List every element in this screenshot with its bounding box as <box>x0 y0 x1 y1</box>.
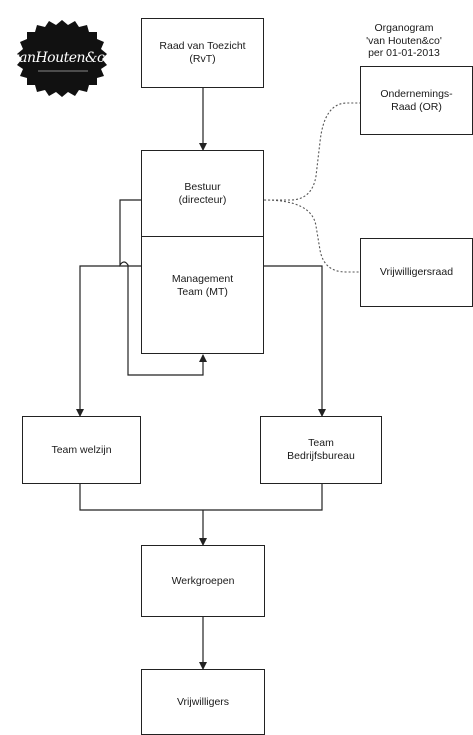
box-werkgroepen: Werkgroepen <box>141 545 265 617</box>
box-management-team: Management Team (MT) <box>141 236 264 354</box>
dotted-brace <box>263 102 360 273</box>
box-vrijwilligersraad: Vrijwilligersraad <box>360 238 473 307</box>
box-bestuur: Bestuur (directeur) <box>141 150 264 237</box>
connector-teams-merge <box>79 484 323 511</box>
arrow-mt-team-bedrijfsbureau <box>264 265 326 417</box>
diagram-title: Organogram 'van Houten&co' per 01-01-201… <box>366 22 442 59</box>
logo: vanHouten&co <box>8 16 116 100</box>
logo-badge <box>17 20 107 97</box>
box-raad-van-toezicht: Raad van Toezicht (RvT) <box>141 18 264 88</box>
arrow-bestuur-mt-loop <box>119 199 207 376</box>
box-team-welzijn: Team welzijn <box>22 416 141 484</box>
box-vrijwilligers: Vrijwilligers <box>141 669 265 735</box>
box-team-bedrijfsbureau: Team Bedrijfsbureau <box>260 416 382 484</box>
logo-text: vanHouten&co <box>11 50 113 66</box>
box-ondernemingsraad: Ondernemings- Raad (OR) <box>360 66 473 135</box>
arrow-mt-team-welzijn <box>76 265 141 417</box>
